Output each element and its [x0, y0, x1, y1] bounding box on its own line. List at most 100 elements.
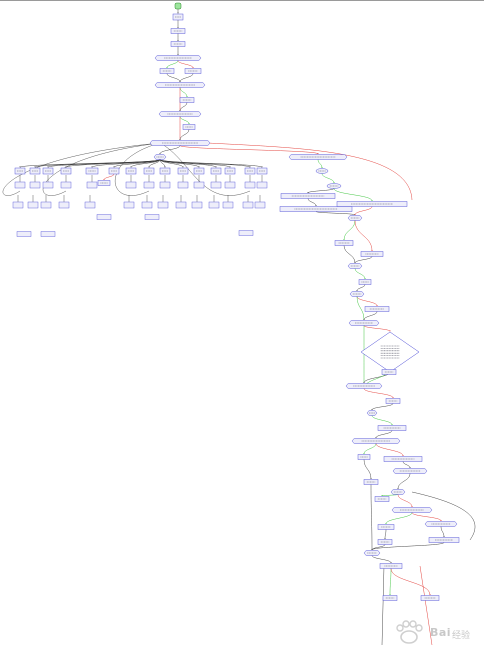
flow-edge: [384, 529, 387, 540]
flow-node: [157, 201, 169, 209]
flow-node-c15: [256, 167, 268, 175]
top-border: [0, 0, 484, 1]
flow-node-c13: [224, 167, 236, 175]
flow-edge: [166, 73, 181, 83]
flow-edge: [419, 565, 433, 646]
flow-edge: [356, 296, 378, 307]
flow-edge: [370, 484, 373, 551]
flow-edge: [354, 220, 373, 252]
flow-node: [84, 201, 96, 209]
flow-node: [27, 201, 39, 209]
flow-edge: [390, 568, 431, 596]
flow-edge: [159, 159, 263, 168]
flow-node: [238, 230, 254, 236]
flow-node: [40, 231, 56, 237]
flow-node: [123, 201, 135, 209]
flow-edge: [402, 461, 411, 469]
flow-node-r1: [288, 154, 348, 160]
flow-node: [16, 231, 32, 237]
watermark-suffix: 经验: [452, 631, 471, 641]
flow-node-c1: [14, 167, 26, 175]
flow-node: [210, 181, 222, 189]
flow-node: [242, 201, 254, 209]
flow-node: [141, 201, 153, 209]
flow-node: [159, 181, 171, 189]
paw-logo-icon: [396, 620, 423, 644]
flow-edge: [343, 220, 356, 241]
flow-edge: [354, 256, 373, 264]
flow-node: [42, 181, 54, 189]
flow-edge: [397, 494, 413, 508]
flow-edge: [389, 568, 392, 596]
flow-node-n1: [172, 13, 184, 21]
flow-node-c2: [29, 167, 41, 175]
flow-node: [208, 201, 220, 209]
flow-edge: [317, 159, 323, 169]
flow-node-big: [360, 331, 420, 373]
flow-edge: [47, 159, 161, 168]
flow-node: [96, 214, 112, 220]
flow-edge: [179, 73, 194, 83]
flow-node-c3: [42, 167, 54, 175]
flow-edge: [333, 188, 373, 202]
flow-node: [177, 181, 189, 189]
flow-edge: [148, 159, 161, 168]
watermark: Bai 经验: [390, 619, 476, 647]
flow-edge: [159, 159, 251, 168]
flow-edge: [371, 542, 445, 551]
flow-node: [254, 201, 266, 209]
flow-edge: [363, 443, 377, 455]
flow-node: [191, 201, 203, 209]
flow-node-start: [174, 2, 182, 10]
flow-edge: [343, 245, 356, 264]
flow-edge: [371, 555, 392, 564]
flow-edge: [356, 284, 366, 292]
flow-edge: [385, 512, 413, 525]
flow-edge: [371, 403, 394, 411]
flow-node: [125, 181, 137, 189]
flow-node: [222, 201, 234, 209]
flow-edge: [363, 388, 394, 399]
flow-node-c8: [143, 167, 155, 175]
flow-edge: [411, 512, 442, 522]
watermark-brand: Bai: [430, 626, 452, 639]
loop-edge: [42, 142, 161, 196]
flow-node-c14: [244, 167, 256, 175]
flow-node: [224, 181, 236, 189]
flow-node-c10: [177, 167, 189, 175]
flow-edge: [397, 473, 411, 490]
flow-node: [193, 181, 205, 189]
flow-node: [144, 214, 160, 220]
flow-node: [29, 181, 41, 189]
flow-node: [58, 201, 70, 209]
flow-edge: [179, 145, 319, 155]
nodes-layer: [12, 2, 460, 601]
flow-edge: [354, 206, 373, 216]
flow-node-c9: [159, 167, 171, 175]
flow-edge: [307, 198, 317, 207]
flow-node: [40, 201, 52, 209]
flow-edge: [103, 173, 115, 181]
flow-edge: [321, 173, 335, 184]
flow-edge: [179, 102, 188, 112]
flow-edge: [363, 311, 378, 321]
flow-node-c6: [108, 167, 120, 175]
flow-node: [12, 201, 24, 209]
flow-node: [256, 181, 268, 189]
edges-layer: [2, 9, 476, 646]
flow-edge: [411, 491, 476, 541]
flow-node-c7: [125, 167, 137, 175]
flow-edge: [371, 415, 393, 426]
flow-edge: [166, 60, 179, 69]
loop-edge: [159, 142, 251, 196]
flow-edge: [440, 526, 445, 538]
flow-edge: [363, 459, 372, 480]
loop-edge: [2, 142, 161, 196]
flow-node: [175, 201, 187, 209]
flow-edge: [177, 60, 194, 69]
flow-edge: [375, 443, 404, 457]
flow-edge: [307, 188, 335, 194]
flow-edge: [179, 129, 190, 141]
flow-edge: [159, 159, 231, 168]
